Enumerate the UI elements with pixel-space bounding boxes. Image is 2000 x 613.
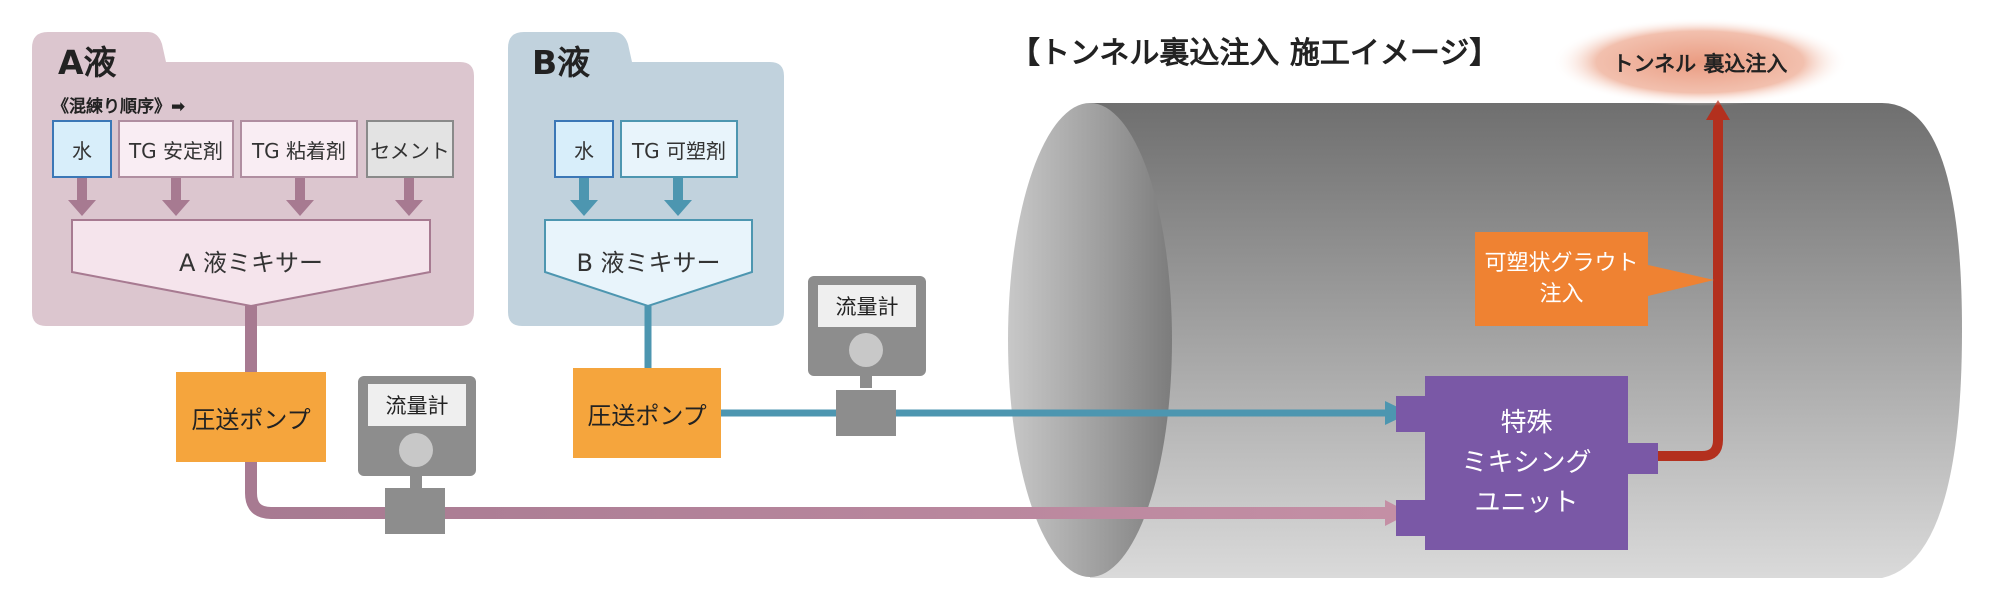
callout-shape bbox=[1475, 232, 1714, 326]
tunnel-opening bbox=[1008, 103, 1172, 577]
mixer-a-label: A 液ミキサー bbox=[178, 249, 324, 277]
target-label: トンネル 裏込注入 bbox=[1612, 52, 1788, 76]
mixer-b-shape bbox=[544, 219, 753, 308]
ingredient-water-a: 水 bbox=[52, 120, 112, 178]
panel-a-title: A液 bbox=[58, 43, 117, 82]
panel-b-title: B液 bbox=[532, 43, 591, 82]
mixing-order-label: 《混練り順序》➡ bbox=[52, 97, 186, 117]
pump-b: 圧送ポンプ bbox=[573, 368, 721, 458]
panel-b-arrows bbox=[570, 178, 692, 216]
tunnel-body bbox=[1090, 103, 1962, 578]
tunnel bbox=[990, 103, 1980, 613]
target-cloud bbox=[1552, 18, 1848, 106]
mixing-unit-shape bbox=[1396, 376, 1658, 550]
ingredient-cement: セメント bbox=[366, 120, 454, 178]
panel-a-arrows bbox=[68, 178, 423, 216]
mixing-unit: 特殊 ミキシング ユニット bbox=[1461, 408, 1592, 518]
ingredient-tg-plasticizer: TG 可塑剤 bbox=[620, 120, 738, 178]
ingredient-tg-stabilizer: TG 安定剤 bbox=[118, 120, 234, 178]
mixer-b-label: B 液ミキサー bbox=[576, 249, 721, 277]
flow-meter-a-label: 流量計 bbox=[368, 384, 466, 426]
ingredient-water-b: 水 bbox=[554, 120, 614, 178]
pump-a: 圧送ポンプ bbox=[176, 372, 326, 462]
callout-plastic-grout: 可塑状グラウト 注入 bbox=[1484, 251, 1639, 307]
flow-meter-b-label: 流量計 bbox=[818, 285, 916, 327]
mixer-a-shape bbox=[71, 219, 431, 308]
ingredient-tg-adhesive: TG 粘着剤 bbox=[240, 120, 358, 178]
pipe-output bbox=[1655, 100, 1730, 461]
tunnel-floor-cover bbox=[990, 578, 1980, 613]
diagram-title: 【トンネル裏込注入 施工イメージ】 bbox=[1010, 36, 1500, 71]
